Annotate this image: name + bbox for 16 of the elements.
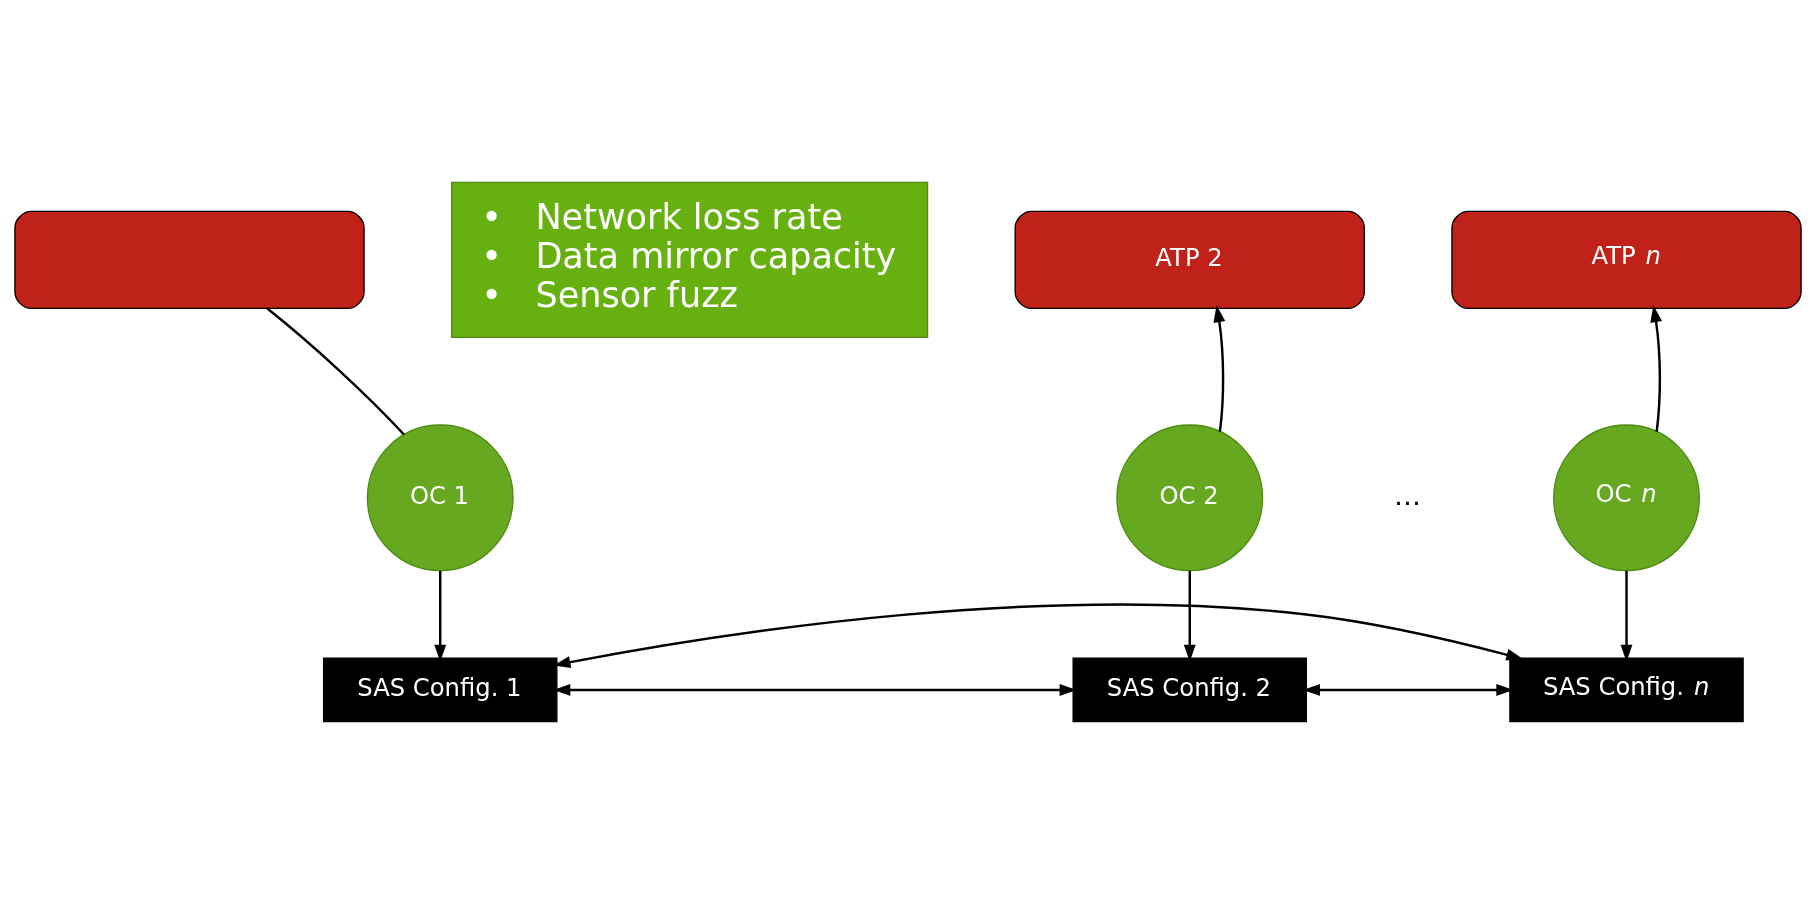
connector (266, 307, 405, 435)
node-box: ATP n (1451, 210, 1802, 309)
node-box: ATP 2 (1014, 210, 1365, 309)
node-box: • Network loss rate • Data mirror capacity • Sensor fuzz (451, 181, 929, 338)
node-box: SAS Config. 1 (322, 657, 558, 722)
node-box: SAS Config. n (1509, 657, 1744, 722)
node-box (14, 210, 365, 309)
arrow (553, 602, 1524, 668)
node-circle: OC 2 (1116, 423, 1264, 571)
arrow (1650, 304, 1663, 432)
arrow (553, 683, 1077, 696)
node-circle: OC n (1553, 423, 1700, 571)
node-circle: OC 1 (366, 423, 514, 571)
label: … (1393, 479, 1421, 511)
arrow (1213, 304, 1226, 432)
node-box: SAS Config. 2 (1072, 657, 1308, 722)
